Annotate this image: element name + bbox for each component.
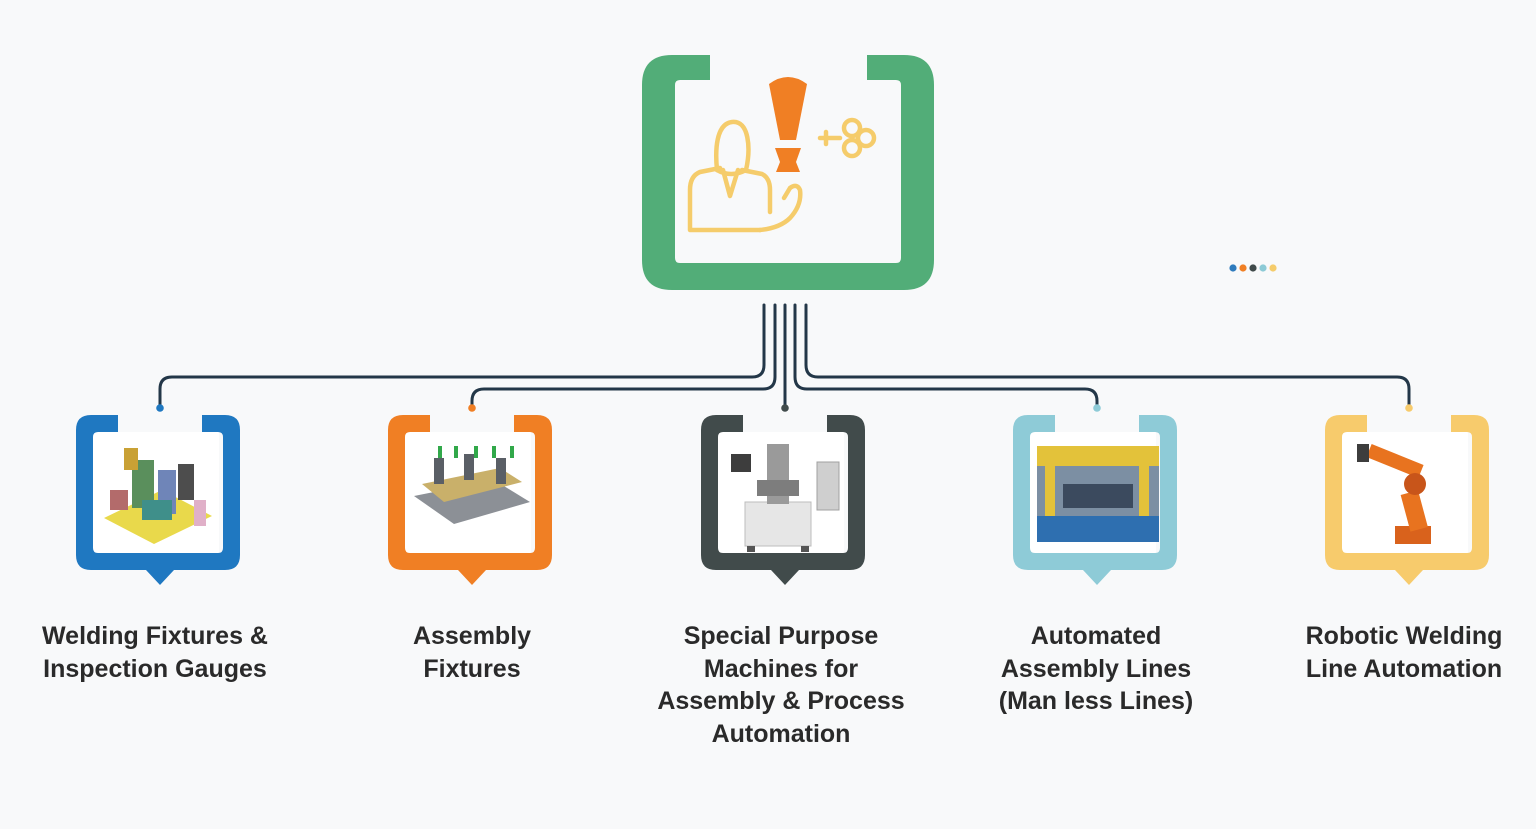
frame-assembly [388,415,552,585]
connector-dot-robotic [1405,404,1413,412]
key-icon [817,117,877,159]
category-node-robotic [1325,415,1489,585]
loading-dot [1229,264,1237,272]
connector-robotic [804,303,1411,410]
frame-special [701,415,865,585]
loading-dot [1239,264,1247,272]
hub-frame [642,55,934,290]
connector-dot-special [781,404,789,412]
label-line: Assembly Lines [1000,654,1192,683]
line-post [1139,466,1149,516]
exclamation-dot [775,148,801,172]
welding-fixture-image [104,448,212,544]
machine-panel [731,454,751,472]
category-label-assembly: Assembly Fixtures [322,620,622,685]
connector-assembly [470,303,777,410]
label-line: Assembly & Process [657,687,905,715]
category-node-assembly [388,415,552,585]
fixture-clamp [464,454,474,480]
person-idea-key-icon [687,77,877,233]
frame-robotic [1325,415,1489,585]
label-line: Special Purpose [683,622,879,650]
control-cabinet [816,461,840,511]
line-gantry [1037,446,1159,466]
exclamation-icon [769,77,807,140]
fixture-pin [474,446,478,458]
label-line: Machines for [703,654,859,683]
label-line: Welding Fixtures & [42,622,268,650]
fixture-pin [438,446,442,458]
connector-dot-assembly [468,404,476,412]
line-machine [1063,484,1133,508]
fixture-pin [510,446,514,458]
robot-lower-arm [1400,490,1428,532]
connector-welding [158,303,766,410]
fixture-block [178,464,194,500]
category-node-welding [76,415,240,585]
robot-tool [1357,444,1369,462]
category-node-automated [1013,415,1177,585]
special-purpose-machine-image [731,444,840,552]
connector-lines [156,303,1413,412]
machine-base [744,501,812,547]
category-node-special [701,415,865,585]
fixture-pin [454,446,458,458]
label-line: (Man less Lines) [998,687,1194,715]
robot-base [1395,526,1431,544]
robot-upper-arm [1366,444,1424,478]
loading-dots-icon [1229,264,1277,272]
label-line: Automated [1030,622,1162,650]
robot-joint [1404,473,1426,495]
automated-assembly-line-image [1037,446,1159,542]
machine-foot [747,546,755,552]
label-line: Inspection Gauges [43,654,267,683]
category-label-automated: Automated Assembly Lines (Man less Lines… [946,620,1246,718]
machine-foot [801,546,809,552]
fixture-block [132,460,154,508]
fixture-pin [492,446,496,458]
robotic-arm-image [1357,444,1431,544]
label-line: Line Automation [1305,654,1503,683]
frame-welding [76,415,240,585]
connector-dot-welding [156,404,164,412]
loading-dot [1249,264,1257,272]
fixture-block [110,490,128,510]
loading-dot [1269,264,1277,272]
label-line: Automation [711,719,851,748]
fixture-clamp [496,458,506,484]
line-floor [1037,516,1159,542]
assembly-fixture-image [414,446,530,524]
label-line: Assembly [412,622,532,650]
connector-dot-automated [1093,404,1101,412]
label-line: Robotic Welding [1305,622,1503,650]
connector-automated [793,303,1099,410]
fixture-block [142,500,172,520]
category-label-welding: Welding Fixtures & Inspection Gauges [5,620,305,685]
category-label-special: Special Purpose Machines for Assembly & … [631,620,931,750]
loading-dot [1259,264,1267,272]
fixture-clamp [434,458,444,484]
machine-head [757,480,799,496]
category-label-robotic: Robotic Welding Line Automation [1254,620,1536,685]
fixture-block [194,500,206,526]
frame-automated [1013,415,1177,585]
line-post [1045,466,1055,516]
label-line: Fixtures [423,654,521,683]
hub-node [642,55,934,290]
fixture-block [124,448,138,470]
